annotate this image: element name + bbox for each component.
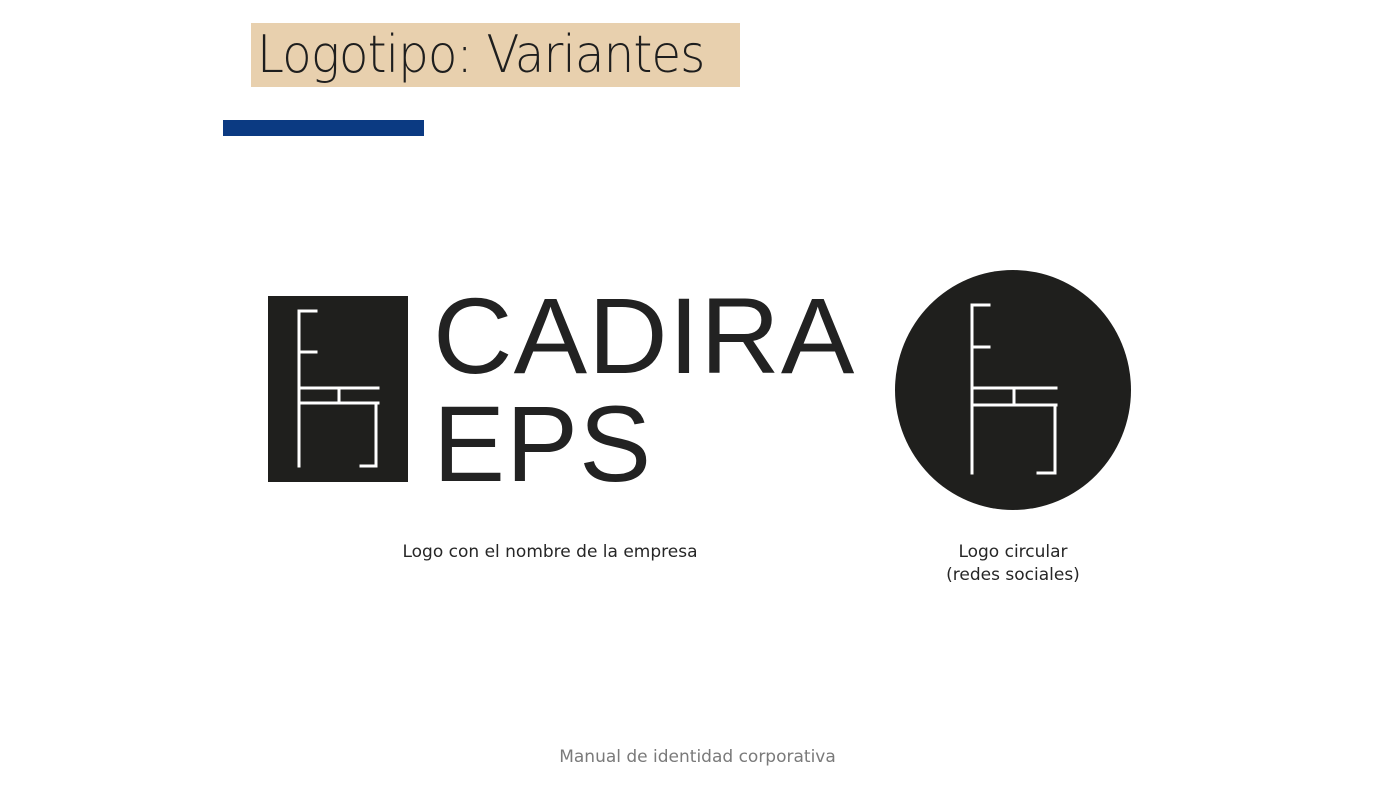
- page-title: Logotipo: Variantes: [257, 25, 705, 85]
- accent-bar: [223, 120, 424, 136]
- circular-logo-caption-title: Logo circular: [958, 542, 1068, 562]
- circular-logo-caption-subtitle: (redes sociales): [946, 565, 1080, 585]
- chair-icon: [297, 309, 380, 468]
- circular-logo-caption: Logo circular (redes sociales): [913, 541, 1113, 587]
- wordmark-suffix: EPS: [433, 383, 653, 504]
- chair-icon: [970, 303, 1058, 475]
- footer-text: Manual de identidad corporativa: [559, 747, 836, 767]
- logo-square-mark: [268, 296, 408, 482]
- logo-circular-mark: [895, 270, 1131, 510]
- wordmark-logo-caption: Logo con el nombre de la empresa: [402, 542, 698, 562]
- title-highlight: Logotipo: Variantes: [251, 23, 740, 87]
- wordmark-name: CADIRA: [433, 275, 856, 396]
